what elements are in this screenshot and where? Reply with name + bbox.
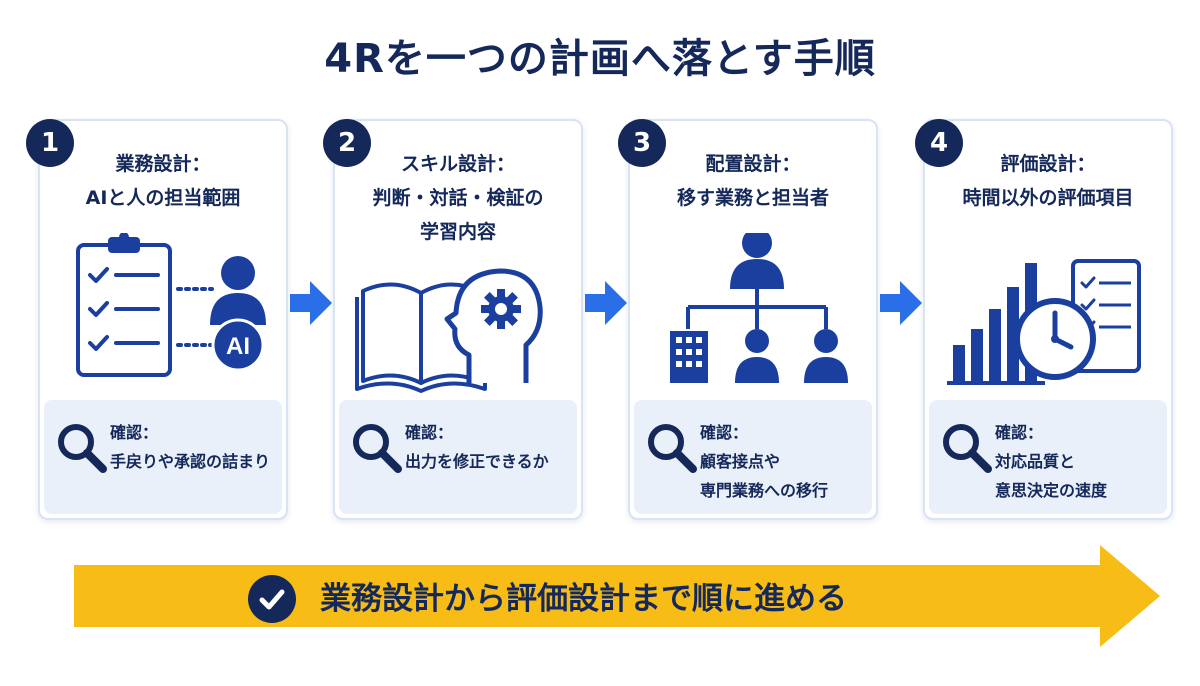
check-line: 専門業務への移行 bbox=[700, 481, 829, 500]
check-text: 確認： 出力を修正できるか bbox=[405, 418, 575, 476]
step-heading-line: スキル設計： bbox=[400, 153, 515, 175]
flow-arrow-icon bbox=[880, 281, 922, 325]
magnifier-icon bbox=[943, 424, 992, 473]
flow-arrow-icon bbox=[585, 281, 627, 325]
step-card-1: 業務設計： AIと人の担当範囲 AI 確認： 手戻りや承認の詰まり bbox=[38, 119, 288, 520]
bar-chart-clock-checklist-icon bbox=[947, 259, 1141, 385]
check-text: 確認： 手戻りや承認の詰まり bbox=[110, 418, 280, 476]
check-panel: 確認： 手戻りや承認の詰まり bbox=[44, 400, 282, 514]
ai-badge-label: AI bbox=[226, 333, 250, 360]
check-panel: 確認： 対応品質と 意思決定の速度 bbox=[929, 400, 1167, 514]
step-heading-line: 時間以外の評価項目 bbox=[962, 187, 1134, 209]
magnifier-icon bbox=[58, 424, 107, 473]
step-heading-line: AIと人の担当範囲 bbox=[85, 187, 241, 209]
step-heading: 評価設計： 時間以外の評価項目 bbox=[925, 147, 1171, 215]
check-label: 確認： bbox=[995, 423, 1044, 442]
step-heading-line: 移す業務と担当者 bbox=[676, 187, 829, 209]
magnifier-icon bbox=[648, 424, 697, 473]
step-heading-line: 判断・対話・検証の bbox=[372, 187, 544, 209]
step-heading-line: 学習内容 bbox=[419, 221, 496, 243]
check-text: 確認： 対応品質と 意思決定の速度 bbox=[995, 418, 1165, 505]
step-card-2: スキル設計： 判断・対話・検証の 学習内容 bbox=[333, 119, 583, 520]
check-label: 確認： bbox=[405, 423, 454, 442]
step-card-3: 配置設計： 移す業務と担当者 確認： 顧客接点や bbox=[628, 119, 878, 520]
progress-banner-arrow bbox=[74, 545, 1160, 647]
open-book-and-head-gear-icon bbox=[355, 268, 543, 393]
check-panel: 確認： 顧客接点や 専門業務への移行 bbox=[634, 400, 872, 514]
step-number-badge-2: 2 bbox=[323, 119, 371, 167]
check-label: 確認： bbox=[110, 423, 159, 442]
checkmark-circle-icon bbox=[248, 575, 296, 623]
flow-arrow-icon bbox=[290, 281, 332, 325]
org-chart-people-building-icon bbox=[670, 233, 848, 383]
step-heading: 業務設計： AIと人の担当範囲 bbox=[40, 147, 286, 215]
page-title: 4Rを一つの計画へ落とす手順 bbox=[324, 36, 876, 82]
step-heading: 配置設計： 移す業務と担当者 bbox=[630, 147, 876, 215]
check-line: 対応品質と bbox=[995, 452, 1076, 471]
check-text: 確認： 顧客接点や 専門業務への移行 bbox=[700, 418, 870, 505]
check-line: 手戻りや承認の詰まり bbox=[110, 452, 271, 471]
step-number-badge-3: 3 bbox=[618, 119, 666, 167]
step-number-badge-1: 1 bbox=[26, 119, 74, 167]
step-heading: スキル設計： 判断・対話・検証の 学習内容 bbox=[335, 147, 581, 249]
check-line: 顧客接点や bbox=[700, 452, 781, 471]
step-heading-line: 業務設計： bbox=[115, 153, 211, 175]
clipboard-checklist-and-ai-person-icon: AI bbox=[76, 233, 266, 377]
step-number-badge-4: 4 bbox=[915, 119, 963, 167]
step-card-4: 評価設計： 時間以外の評価項目 確認： 対応品 bbox=[923, 119, 1173, 520]
banner-text: 業務設計から評価設計まで順に進める bbox=[320, 581, 847, 617]
check-line: 出力を修正できるか bbox=[405, 452, 549, 471]
check-label: 確認： bbox=[700, 423, 749, 442]
step-heading-line: 配置設計： bbox=[705, 153, 801, 175]
step-heading-line: 評価設計： bbox=[1000, 153, 1096, 175]
check-panel: 確認： 出力を修正できるか bbox=[339, 400, 577, 514]
magnifier-icon bbox=[353, 424, 402, 473]
check-line: 意思決定の速度 bbox=[995, 481, 1108, 500]
